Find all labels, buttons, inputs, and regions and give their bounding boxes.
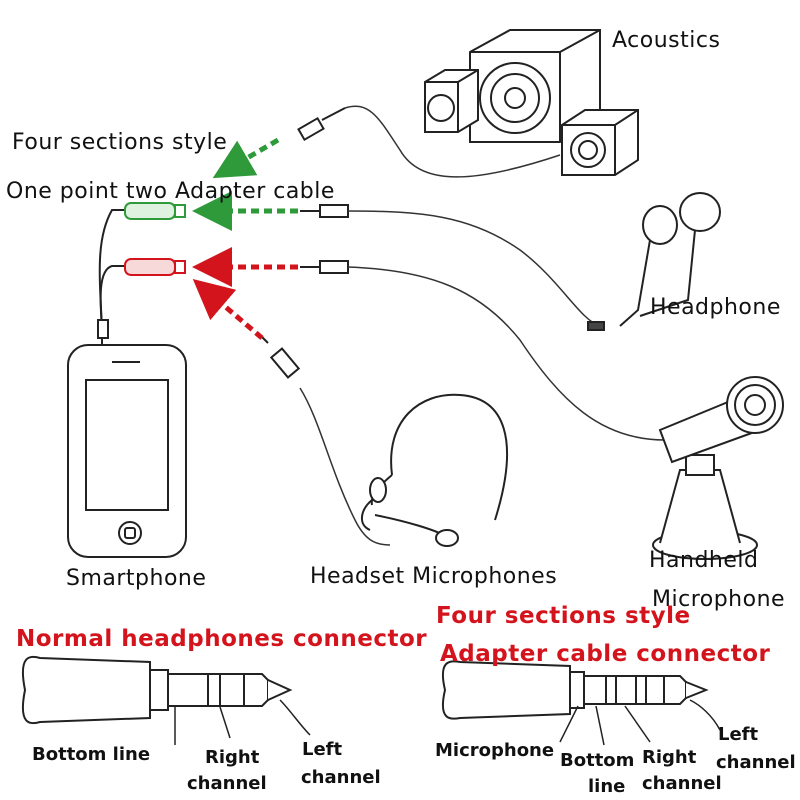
four-part-left-channel: channel <box>716 752 796 773</box>
four-part-microphone: Microphone <box>435 740 555 761</box>
handheld-microphone-icon <box>652 376 784 560</box>
normal-part-right-channel: channel <box>187 773 267 794</box>
label-handheld: Handheld <box>649 548 759 573</box>
four-part-bottom-line: line <box>588 776 626 797</box>
four-part-right-channel: channel <box>642 773 722 794</box>
label-acoustics: Acoustics <box>612 28 721 53</box>
adapter-cable-icon <box>97 202 186 345</box>
four-section-title-line-1: Four sections style <box>436 603 691 629</box>
four-part-right: Right <box>642 747 697 768</box>
normal-part-left-channel: channel <box>301 767 381 788</box>
smartphone-icon <box>67 344 187 558</box>
normal-connector-title: Normal headphones connector <box>16 626 428 652</box>
four-part-bottom: Bottom <box>560 750 635 771</box>
normal-connector-drawing <box>21 655 311 745</box>
plug-red-microphone <box>300 260 349 274</box>
normal-part-right: Right <box>205 747 260 768</box>
label-four-sections-style: Four sections style <box>12 130 228 155</box>
headphone-icon <box>587 192 721 331</box>
four-section-title-line-2: Adapter cable connector <box>440 641 771 667</box>
label-one-point-two-adapter: One point two Adapter cable <box>6 179 335 204</box>
label-headset-microphones: Headset Microphones <box>310 564 558 589</box>
normal-part-bottom-line: Bottom line <box>32 744 151 765</box>
plug-headset <box>257 332 301 379</box>
red-arrows <box>192 247 298 340</box>
four-part-left: Left <box>718 724 759 745</box>
cables <box>299 105 666 546</box>
plug-green-headphone <box>300 204 349 218</box>
four-section-connector-drawing <box>441 660 721 746</box>
green-arrows <box>192 137 298 231</box>
headset-microphone-icon <box>361 393 508 547</box>
plug-to-acoustics <box>297 107 346 142</box>
normal-part-left: Left <box>302 739 343 760</box>
speaker-system-icon <box>424 29 639 176</box>
label-microphone: Microphone <box>652 587 786 612</box>
label-headphone: Headphone <box>650 295 781 320</box>
label-smartphone: Smartphone <box>66 566 207 591</box>
